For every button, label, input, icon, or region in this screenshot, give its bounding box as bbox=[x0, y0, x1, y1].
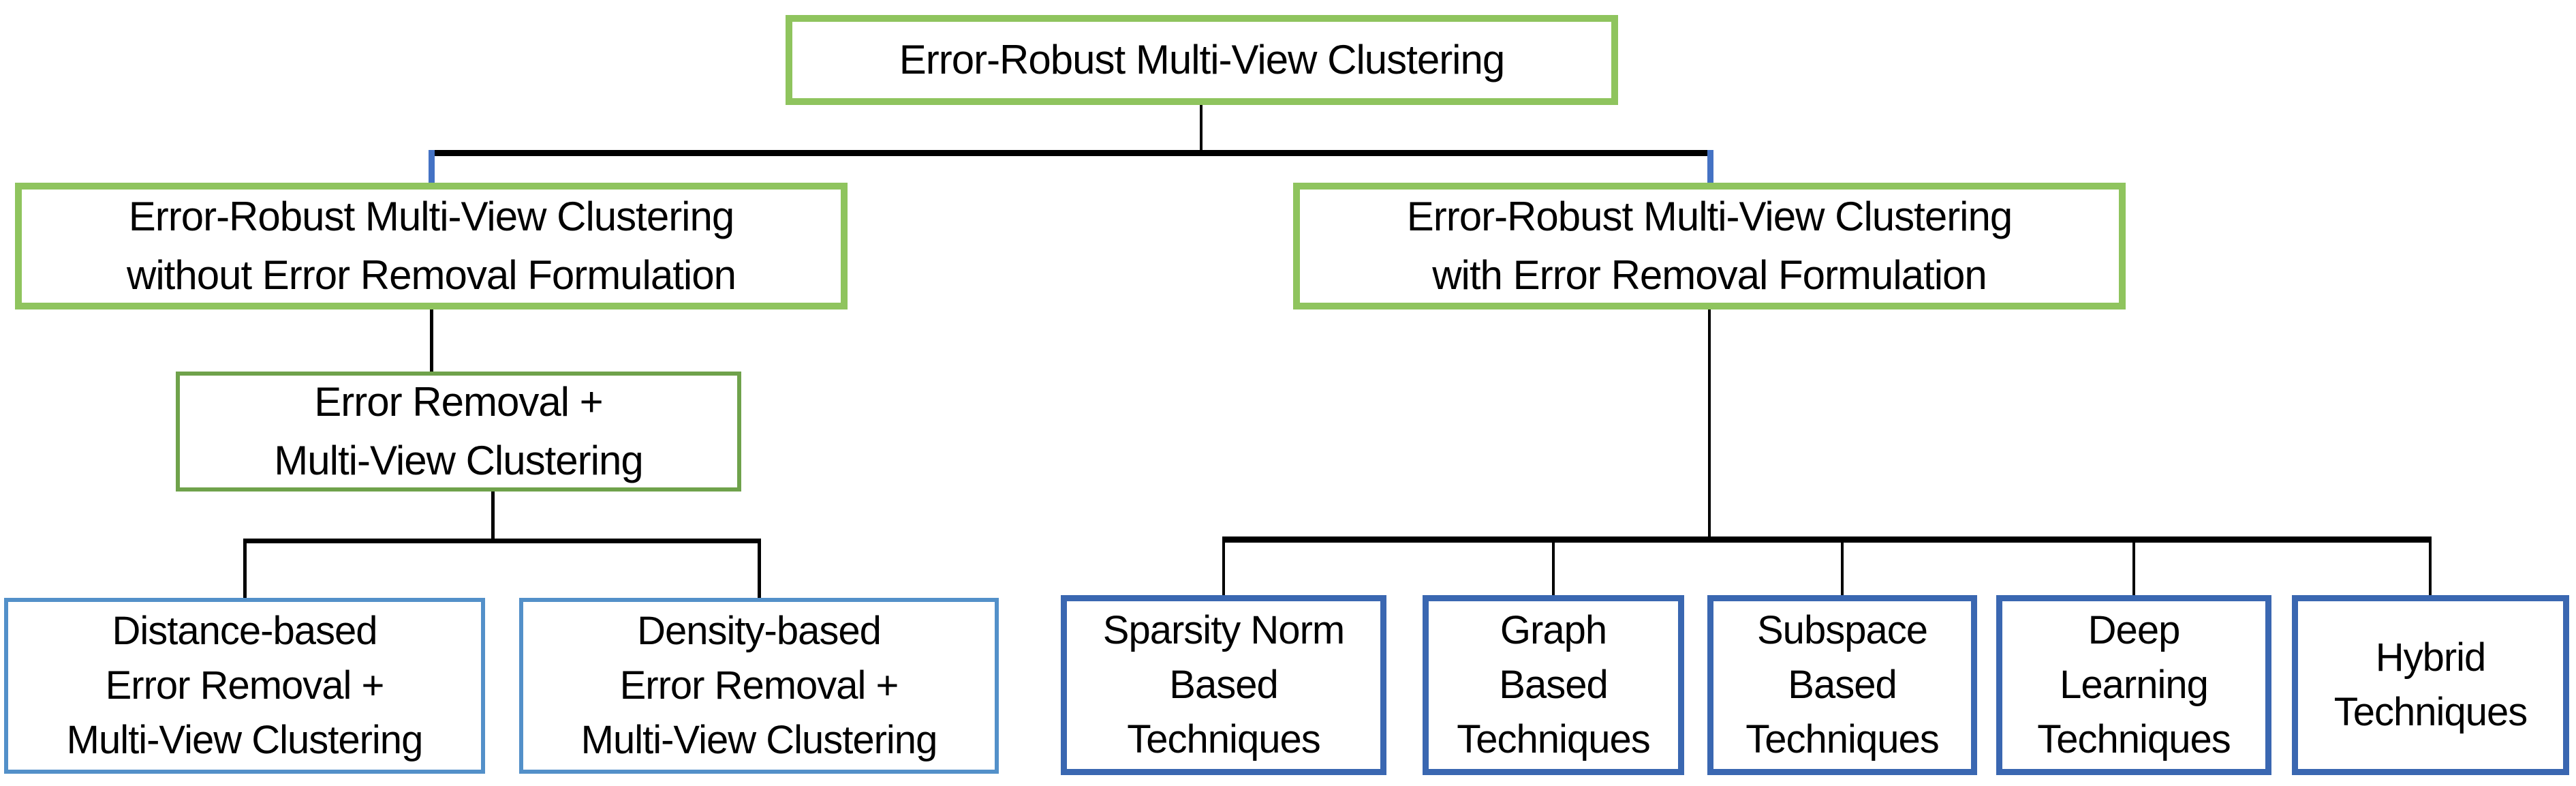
connector-drop-deep bbox=[2132, 536, 2135, 598]
node-label-line: Techniques bbox=[1457, 717, 1650, 761]
connector-drop-hybrid bbox=[2429, 536, 2432, 598]
node-label-line: Learning bbox=[2060, 663, 2209, 707]
connector-drop-subspace bbox=[1841, 536, 1844, 598]
node-label-line: Error Removal + bbox=[105, 663, 385, 708]
node-label-line: Deep bbox=[2088, 608, 2181, 652]
node-label-line: Techniques bbox=[2333, 690, 2528, 734]
node-label-line: Techniques bbox=[1127, 717, 1320, 761]
connector-level1-hline bbox=[431, 150, 1713, 156]
node-label-line: Distance-based bbox=[112, 609, 378, 653]
node-label-line: Techniques bbox=[2037, 717, 2231, 761]
node-label-line: Multi-View Clustering bbox=[66, 718, 424, 762]
node-label-line: Sparsity Norm bbox=[1102, 608, 1345, 652]
node-label-line: Subspace bbox=[1757, 608, 1928, 652]
connector-drop-graph bbox=[1552, 536, 1555, 598]
node-error-removal-plus-mvc: Error Removal + Multi-View Clustering bbox=[176, 372, 741, 492]
node-graph-techniques: Graph Based Techniques bbox=[1423, 595, 1684, 775]
node-label-line: Based bbox=[1788, 663, 1897, 707]
node-hybrid-techniques: Hybrid Techniques bbox=[2292, 595, 2569, 775]
node-density-based: Density-based Error Removal + Multi-View… bbox=[519, 598, 999, 774]
node-label-line: Graph bbox=[1500, 608, 1607, 652]
node-label-line: Based bbox=[1499, 663, 1608, 707]
node-label-line: without Error Removal Formulation bbox=[127, 252, 736, 298]
node-sparsity-norm-techniques: Sparsity Norm Based Techniques bbox=[1061, 595, 1386, 775]
connector-drop-sparsity bbox=[1222, 536, 1225, 598]
connector-drop-distance bbox=[243, 539, 247, 600]
node-label-line: Error Removal + bbox=[314, 379, 603, 425]
node-label-line: Error-Robust Multi-View Clustering bbox=[128, 194, 734, 239]
node-label-line: Hybrid bbox=[2375, 635, 2487, 680]
connector-drop-without bbox=[429, 150, 435, 185]
node-subspace-techniques: Subspace Based Techniques bbox=[1707, 595, 1977, 775]
connector-errorremoval-stem bbox=[491, 492, 495, 541]
node-label-line: Density-based bbox=[637, 609, 882, 653]
node-label-line: with Error Removal Formulation bbox=[1432, 252, 1987, 298]
node-without-error-removal-formulation: Error-Robust Multi-View Clustering witho… bbox=[15, 183, 848, 309]
node-label-line: Multi-View Clustering bbox=[580, 718, 938, 762]
node-distance-based: Distance-based Error Removal + Multi-Vie… bbox=[4, 598, 485, 774]
connector-drop-with bbox=[1707, 150, 1713, 185]
connector-left-hline bbox=[245, 539, 760, 543]
node-root-label: Error-Robust Multi-View Clustering bbox=[899, 37, 1505, 82]
connector-right-hline bbox=[1222, 536, 2432, 543]
node-label-line: Techniques bbox=[1745, 717, 1939, 761]
node-root: Error-Robust Multi-View Clustering bbox=[786, 15, 1618, 105]
node-label-line: Based bbox=[1169, 663, 1278, 707]
node-label-line: Error-Robust Multi-View Clustering bbox=[1406, 194, 2013, 239]
node-with-error-removal-formulation: Error-Robust Multi-View Clustering with … bbox=[1293, 183, 2126, 309]
connector-with-stem bbox=[1708, 309, 1711, 539]
connector-root-stem bbox=[1200, 105, 1202, 153]
node-label-line: Multi-View Clustering bbox=[274, 438, 643, 483]
connector-without-to-errorremoval bbox=[430, 309, 433, 374]
connector-drop-density bbox=[758, 539, 761, 600]
node-deep-learning-techniques: Deep Learning Techniques bbox=[1996, 595, 2271, 775]
node-label-line: Error Removal + bbox=[619, 663, 899, 708]
